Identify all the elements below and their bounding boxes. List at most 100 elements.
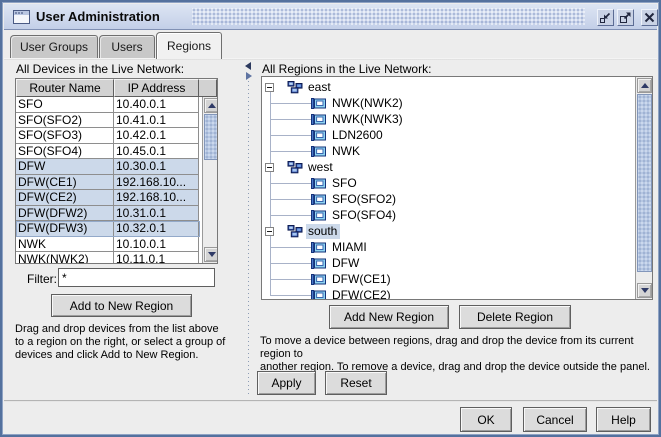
router-name-cell[interactable]: SFO [16,97,114,113]
device-icon [311,113,326,125]
collapse-handle-icon[interactable] [265,82,274,92]
close-icon[interactable] [641,9,658,26]
tree-device-node[interactable]: SFO(SFO2) [262,191,635,207]
ip-address-cell[interactable]: 10.40.0.1 [114,97,199,113]
tree-device-node[interactable]: SFO(SFO4) [262,207,635,223]
title-bar[interactable]: User Administration [4,4,658,30]
tree-branch-line [270,279,311,280]
device-label[interactable]: NWK [332,143,360,158]
router-name-cell[interactable]: DFW(CE2) [16,190,114,206]
add-new-region-button-right[interactable]: Add New Region [329,305,449,329]
help-button[interactable]: Help [596,407,651,432]
add-to-new-region-button[interactable]: Add to New Region [51,294,192,317]
tree-region-node[interactable]: south [262,223,635,239]
table-row[interactable]: SFO(SFO2)10.41.0.1 [16,112,200,128]
maximize-button[interactable] [617,9,634,26]
collapse-right-icon[interactable] [246,72,252,80]
table-row[interactable]: DFW(DFW3)10.32.0.1 [16,221,200,237]
region-label[interactable]: south [306,223,341,239]
tree-device-node[interactable]: NWK(NWK3) [262,111,635,127]
scroll-down-icon[interactable] [204,247,217,262]
tab-user-groups[interactable]: User Groups [10,35,98,59]
router-name-cell[interactable]: DFW [16,159,114,175]
ip-address-cell[interactable]: 10.10.0.1 [114,236,199,252]
device-label[interactable]: SFO [332,175,357,190]
table-row[interactable]: DFW(DFW2)10.31.0.1 [16,205,200,221]
device-label[interactable]: SFO(SFO2) [332,191,397,206]
table-scrollbar-thumb[interactable] [204,114,217,160]
tree-region-node[interactable]: west [262,159,635,175]
router-name-cell[interactable]: SFO(SFO3) [16,128,114,144]
ip-address-cell[interactable]: 10.11.0.1 [114,252,199,263]
ip-address-cell[interactable]: 10.30.0.1 [114,159,199,175]
table-scrollbar[interactable] [202,97,217,263]
table-row[interactable]: DFW(CE2)192.168.10... [16,190,200,206]
tree-device-node[interactable]: NWK [262,143,635,159]
ip-address-cell[interactable]: 192.168.10... [114,174,199,190]
filter-input[interactable] [58,268,215,287]
tree-scrollbar[interactable] [635,77,652,299]
table-row[interactable]: SFO(SFO4)10.45.0.1 [16,143,200,159]
router-name-cell[interactable]: NWK(NWK2) [16,252,114,263]
scroll-down-icon[interactable] [637,283,652,298]
device-label[interactable]: LDN2600 [332,127,383,142]
device-label[interactable]: DFW [332,255,360,270]
tree-device-node[interactable]: DFW(CE2) [262,287,635,299]
apply-button[interactable]: Apply [257,371,316,395]
router-name-cell[interactable]: DFW(DFW3) [16,221,114,237]
minimize-button[interactable] [597,9,614,26]
tab-regions[interactable]: Regions [156,32,222,59]
column-header-router-name[interactable]: Router Name [16,79,114,97]
ip-address-cell[interactable]: 10.32.0.1 [114,221,199,237]
device-label[interactable]: MIAMI [332,239,367,254]
region-label[interactable]: west [308,159,333,174]
device-label[interactable]: DFW(CE2) [332,287,391,300]
device-label[interactable]: NWK(NWK3) [332,111,403,126]
devices-hint-text: Drag and drop devices from the list abov… [15,323,226,361]
tree-device-node[interactable]: SFO [262,175,635,191]
collapse-handle-icon[interactable] [265,162,274,172]
ip-address-cell[interactable]: 10.31.0.1 [114,205,199,221]
tree-region-node[interactable]: east [262,79,635,95]
table-row[interactable]: NWK(NWK2)10.11.0.1 [16,252,200,263]
reset-button[interactable]: Reset [325,371,387,395]
router-name-cell[interactable]: SFO(SFO2) [16,112,114,128]
router-name-cell[interactable]: SFO(SFO4) [16,143,114,159]
tree-device-node[interactable]: DFW [262,255,635,271]
tree-device-node[interactable]: MIAMI [262,239,635,255]
region-label[interactable]: east [308,79,331,94]
tree-device-node[interactable]: LDN2600 [262,127,635,143]
cancel-button[interactable]: Cancel [523,407,587,432]
tree-device-node[interactable]: DFW(CE1) [262,271,635,287]
table-row[interactable]: SFO(SFO3)10.42.0.1 [16,128,200,144]
column-header-ip-address[interactable]: IP Address [114,79,199,97]
ip-address-cell[interactable]: 10.42.0.1 [114,128,199,144]
router-name-cell[interactable]: NWK [16,236,114,252]
scroll-up-icon[interactable] [637,78,652,93]
router-name-cell[interactable]: DFW(CE1) [16,174,114,190]
tab-users[interactable]: Users [99,35,155,59]
device-label[interactable]: DFW(CE1) [332,271,391,286]
table-row[interactable]: DFW(CE1)192.168.10... [16,174,200,190]
collapse-handle-icon[interactable] [265,226,274,236]
ip-address-cell[interactable]: 10.41.0.1 [114,112,199,128]
split-divider[interactable] [243,59,255,396]
device-label[interactable]: NWK(NWK2) [332,95,403,110]
collapse-left-icon[interactable] [245,62,251,70]
ip-address-cell[interactable]: 192.168.10... [114,190,199,206]
tree-device-node[interactable]: NWK(NWK2) [262,95,635,111]
ok-button[interactable]: OK [460,407,512,432]
tree-scrollbar-thumb[interactable] [637,94,652,272]
device-label[interactable]: SFO(SFO4) [332,207,397,222]
scroll-up-icon[interactable] [204,98,217,113]
router-name-cell[interactable]: DFW(DFW2) [16,205,114,221]
header-filler [199,79,217,97]
delete-region-button[interactable]: Delete Region [459,305,571,329]
ip-address-cell[interactable]: 10.45.0.1 [114,143,199,159]
